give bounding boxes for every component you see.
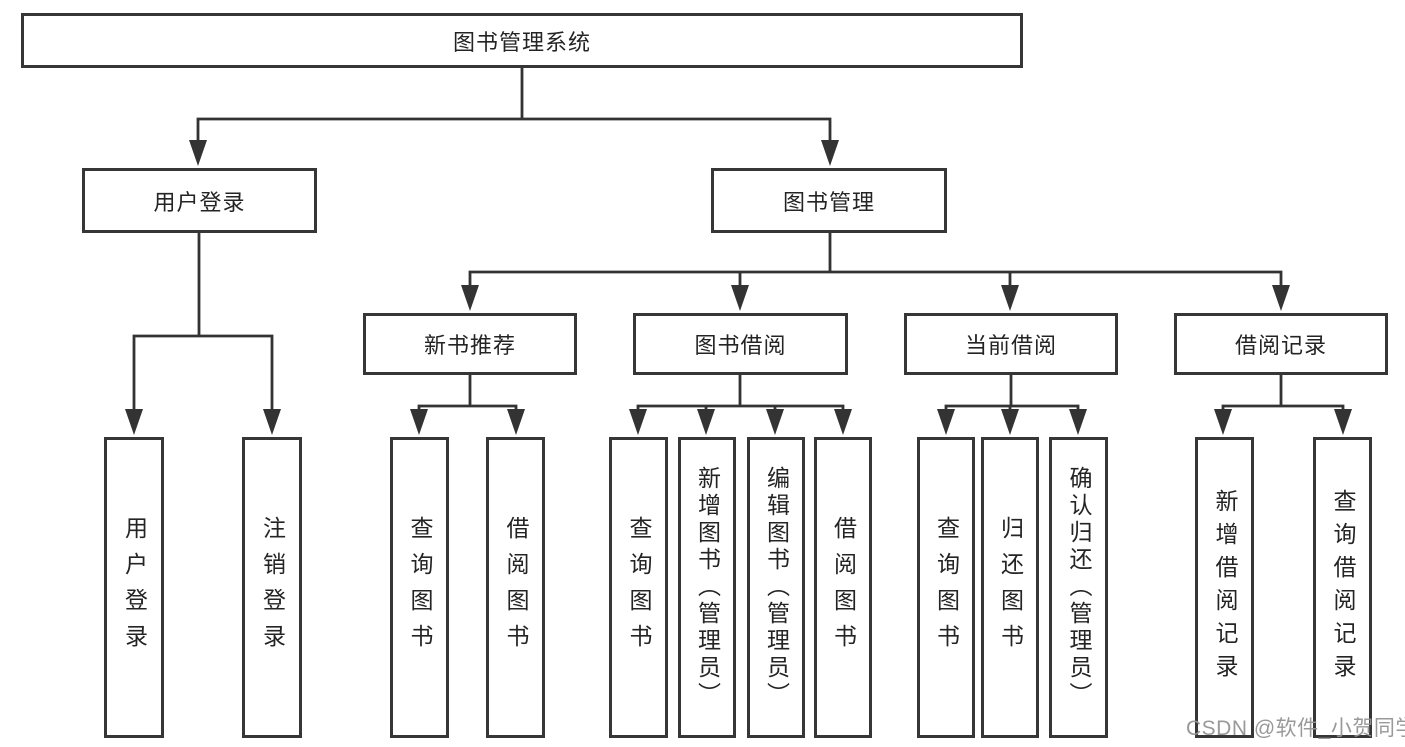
leaf-book-borrow-2-label: 编辑图书（管理员） — [763, 466, 790, 709]
node-borrow-records-label: 借阅记录 — [1234, 333, 1327, 358]
leaf-current-borrow-2-label: 确认归还（管理员） — [1066, 466, 1092, 709]
leaf-book-borrow-1-label: 新增图书（管理员） — [694, 466, 721, 709]
leaf-borrow-records-1-label: 查询借阅记录 — [1330, 488, 1356, 687]
node-root-label: 图书管理系统 — [452, 29, 591, 55]
leaf-current-borrow-1-box: 归还图书 — [981, 437, 1039, 738]
node-user-login-label: 用户登录 — [153, 189, 246, 215]
leaf-book-borrow-3-box: 借阅图书 — [814, 437, 872, 738]
leaf-user-login-0-label: 用户登录 — [121, 515, 148, 660]
leaf-user-login-1-box: 注销登录 — [242, 437, 302, 738]
node-book-borrow-label: 图书借阅 — [694, 333, 787, 358]
node-current-borrow-box: 当前借阅 — [904, 313, 1118, 375]
leaf-borrow-records-1-box: 查询借阅记录 — [1313, 437, 1372, 738]
leaf-book-borrow-0-label: 查询图书 — [626, 515, 652, 660]
node-book-management-box: 图书管理 — [711, 168, 947, 233]
node-book-management-label: 图书管理 — [782, 189, 875, 215]
leaf-current-borrow-1-label: 归还图书 — [997, 515, 1024, 660]
leaf-user-login-1-label: 注销登录 — [259, 515, 286, 660]
leaf-current-borrow-0-box: 查询图书 — [917, 437, 975, 738]
leaf-current-borrow-2-box: 确认归还（管理员） — [1049, 437, 1108, 738]
leaf-book-borrow-0-box: 查询图书 — [609, 437, 668, 738]
leaf-borrow-records-0-label: 新增借阅记录 — [1212, 488, 1238, 687]
node-user-login-box: 用户登录 — [82, 168, 317, 233]
leaf-new-book-recommend-1-box: 借阅图书 — [486, 437, 545, 738]
leaf-book-borrow-2-box: 编辑图书（管理员） — [747, 437, 805, 738]
watermark-text: CSDN @软件_小贺同学 — [1186, 717, 1405, 740]
node-current-borrow-label: 当前借阅 — [964, 333, 1057, 358]
leaf-current-borrow-0-label: 查询图书 — [933, 515, 960, 660]
node-new-book-recommend-label: 新书推荐 — [423, 333, 516, 358]
leaf-new-book-recommend-1-label: 借阅图书 — [503, 515, 529, 660]
node-new-book-recommend-box: 新书推荐 — [363, 313, 577, 375]
leaf-borrow-records-0-box: 新增借阅记录 — [1195, 437, 1254, 738]
leaf-user-login-0-box: 用户登录 — [104, 437, 164, 738]
leaf-book-borrow-3-label: 借阅图书 — [830, 515, 857, 660]
node-borrow-records-box: 借阅记录 — [1174, 313, 1388, 375]
leaf-new-book-recommend-0-box: 查询图书 — [390, 437, 449, 738]
node-root-box: 图书管理系统 — [21, 13, 1023, 68]
leaf-book-borrow-1-box: 新增图书（管理员） — [678, 437, 736, 738]
leaf-new-book-recommend-0-label: 查询图书 — [407, 515, 433, 660]
node-book-borrow-box: 图书借阅 — [633, 313, 848, 375]
